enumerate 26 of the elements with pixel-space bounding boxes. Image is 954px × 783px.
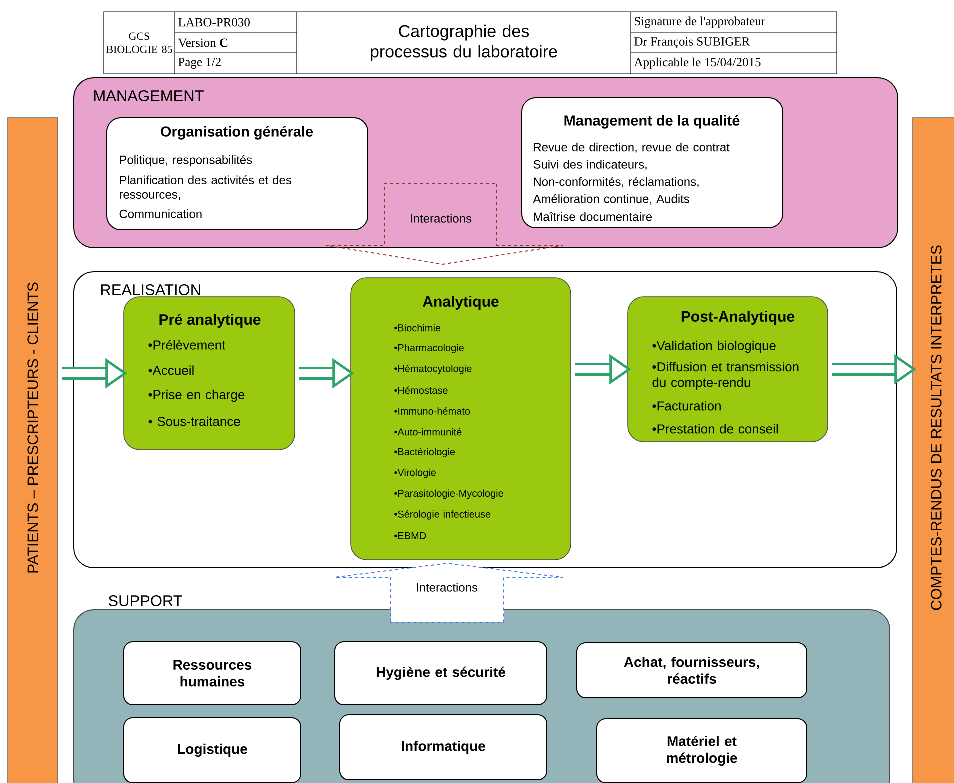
support-box: Ressources humaines <box>124 642 302 706</box>
process-box: Management de la qualité Revue de direction, revue de contrat Suivi des indicateurs, Non-conformités, réclamations, Amélioration continue, Audits Maîtrise documentaire <box>522 98 784 228</box>
edge-label: Interactions <box>409 213 474 224</box>
header-cell: Applicable le 15/04/2015 <box>634 58 761 70</box>
support-box: Hygiène et sécurité <box>334 642 548 706</box>
header-cell: Signature de l'approbateur <box>635 16 766 28</box>
edge-label: Interactions <box>414 582 480 593</box>
header-cell: Version C <box>178 38 228 48</box>
process-box: Post-Analytique •Validation biologique •Diffusion et transmission du compte-rendu •Facturation •Prestation de conseil <box>628 296 828 442</box>
header-title: Cartographie des processus du laboratoire <box>371 24 558 62</box>
support-box: Logistique <box>124 718 302 783</box>
header-cell: Dr François SUBIGER <box>634 38 750 48</box>
support-box: Matériel et métrologie <box>596 718 808 783</box>
interaction-arrow <box>326 183 564 265</box>
process-box: Analytique •Biochimie •Pharmacologie •Hématocytologie •Hémostase •Immuno-hémato •Auto-immunité •Bactériologie •Virologie •Parasitologie-Mycologie •Sérologie infectieuse •EBMD <box>350 278 572 560</box>
side-bar: PATIENTS – PRESCRIPTEURS - CLIENTS <box>8 118 58 783</box>
support-box: Informatique <box>340 714 548 780</box>
header-cell: Page 1/2 <box>178 58 221 69</box>
process-box: Pré analytique •Prélèvement •Accueil •Prise en charge • Sous-traitance <box>124 296 296 450</box>
side-bar: COMPTES-RENDUS DE RESULTATS INTERPRETES <box>912 118 954 783</box>
process-box: Organisation générale Politique, responsabilités Planification des activités et des ressources, Communication <box>106 118 368 230</box>
support-box: Achat, fournisseurs, réactifs <box>576 642 808 698</box>
header-cell: LABO-PR030 <box>178 18 250 27</box>
header-cell: GCS BIOLOGIE 85 <box>106 32 172 54</box>
node-label: SUPPORT <box>108 596 182 606</box>
interaction-arrow <box>334 563 564 623</box>
